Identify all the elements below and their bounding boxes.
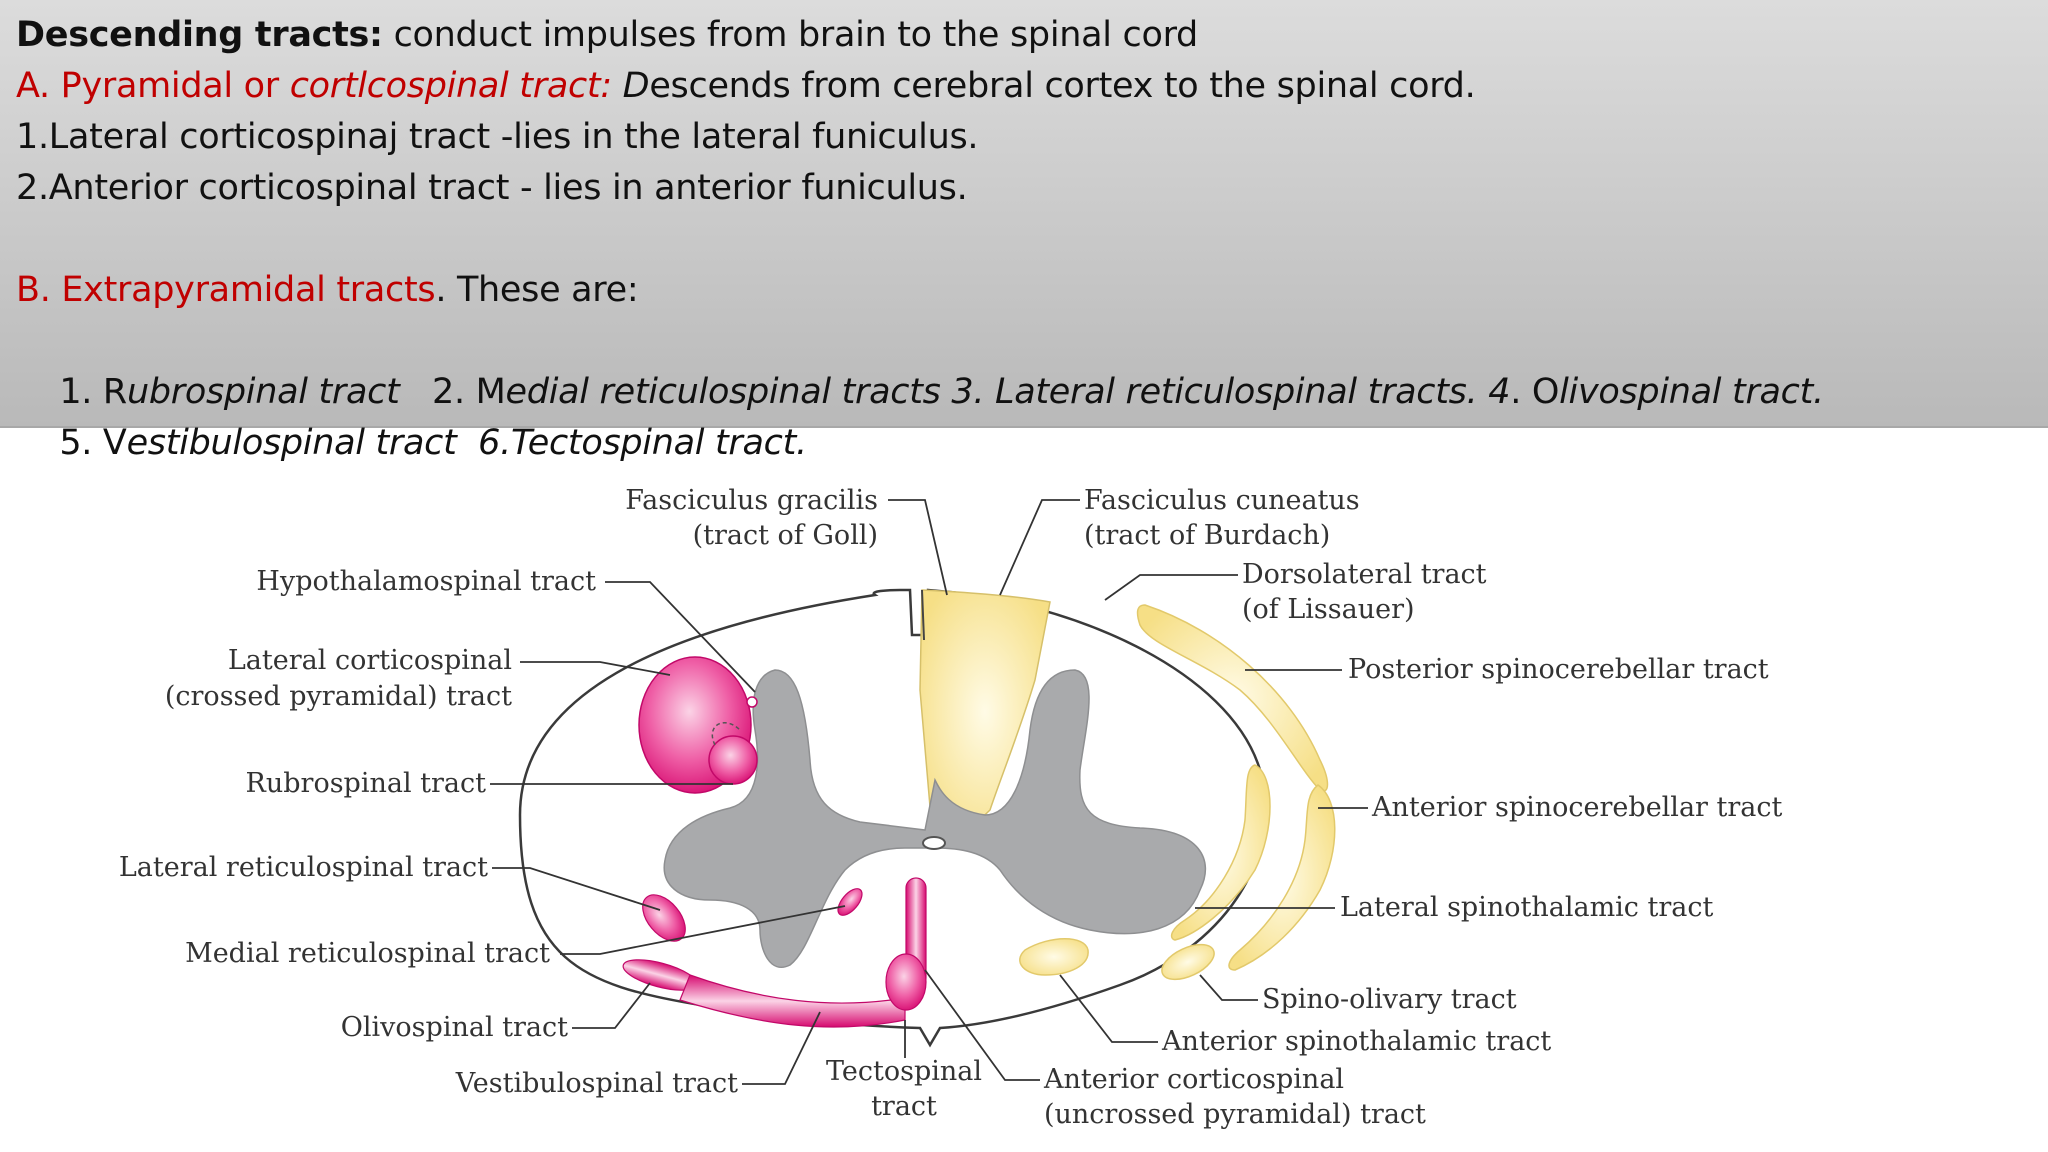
label-lateral-spinothalamic: Lateral spinothalamic tract — [1340, 892, 1713, 923]
header-line-2: A. Pyramidal or cortlcospinal tract: Des… — [16, 66, 1476, 106]
label-dorsolateral: Dorsolateral tract — [1242, 559, 1487, 590]
header-spacer — [16, 214, 2048, 265]
spino-olivary-tract — [1161, 943, 1215, 981]
lateral-spinothalamic-tract — [1170, 764, 1271, 941]
label-of-lissauer: (of Lissauer) — [1242, 594, 1415, 625]
label-tract-of-burdach: (tract of Burdach) — [1084, 520, 1330, 551]
gray-matter — [663, 669, 1207, 968]
label-medial-reticulospinal: Medial reticulospinal tract — [185, 938, 550, 969]
hypothalamospinal-dot — [746, 696, 758, 708]
label-vestibulospinal: Vestibulospinal tract — [455, 1068, 738, 1099]
label-olivospinal: Olivospinal tract — [341, 1012, 568, 1043]
anterior-spinothalamic-tract — [1019, 938, 1089, 976]
label-tectospinal: Tectospinal — [826, 1056, 982, 1087]
label-fasciculus-cuneatus: Fasciculus cuneatus — [1084, 485, 1360, 516]
label-tectospinal-tract: tract — [871, 1091, 937, 1122]
descending-tracts-heading: Descending tracts: — [16, 15, 383, 55]
label-spino-olivary: Spino-olivary tract — [1262, 984, 1517, 1015]
posterior-median-septum — [921, 589, 925, 641]
anterior-corticospinal-tract — [885, 953, 927, 1011]
label-fasciculus-gracilis: Fasciculus gracilis — [625, 485, 878, 516]
header-line-7: 5. Vestibulospinal tract 6.Tectospinal t… — [59, 423, 807, 463]
spinal-cord-diagram: Fasciculus gracilis (tract of Goll) Fasc… — [0, 430, 2048, 1152]
label-crossed-pyramidal: (crossed pyramidal) tract — [165, 681, 512, 712]
central-canal — [922, 836, 946, 850]
rubrospinal-tract — [708, 735, 758, 785]
header-line-4: 2.Anterior corticospinal tract - lies in… — [16, 168, 968, 208]
label-anterior-spinocerebellar: Anterior spinocerebellar tract — [1371, 792, 1783, 823]
header-line-1: Descending tracts: conduct impulses from… — [16, 15, 1198, 55]
label-hypothalamospinal: Hypothalamospinal tract — [256, 566, 596, 597]
text-header: Descending tracts: conduct impulses from… — [0, 0, 2048, 463]
posterior-spinocerebellar-tract — [1136, 604, 1329, 792]
extrapyramidal-heading: B. Extrapyramidal tracts — [16, 270, 436, 310]
medial-reticulospinal-tract — [837, 888, 863, 916]
header-line-3: 1.Lateral corticospinaj tract -lies in t… — [16, 117, 979, 157]
rubrospinal-dashed-outline — [711, 722, 741, 746]
label-anterior-corticospinal: Anterior corticospinal — [1043, 1064, 1344, 1095]
header-line-5: B. Extrapyramidal tracts. These are: — [16, 270, 639, 310]
label-uncrossed-pyramidal: (uncrossed pyramidal) tract — [1044, 1099, 1426, 1130]
spinal-cord-cross-section: Fasciculus gracilis (tract of Goll) Fasc… — [119, 485, 1783, 1130]
leader-lines — [490, 499, 1368, 1085]
label-rubrospinal: Rubrospinal tract — [246, 768, 487, 799]
label-anterior-spinothalamic: Anterior spinothalamic tract — [1161, 1026, 1551, 1057]
label-posterior-spinocerebellar: Posterior spinocerebellar tract — [1348, 654, 1769, 685]
label-lateral-reticulospinal: Lateral reticulospinal tract — [119, 852, 488, 883]
anterior-spinocerebellar-tract — [1228, 784, 1336, 971]
label-lateral-corticospinal: Lateral corticospinal — [228, 645, 512, 676]
label-tract-of-goll: (tract of Goll) — [693, 520, 878, 551]
header-line-6: 1. Rubrospinal tract 2. Medial reticulos… — [59, 372, 1824, 412]
